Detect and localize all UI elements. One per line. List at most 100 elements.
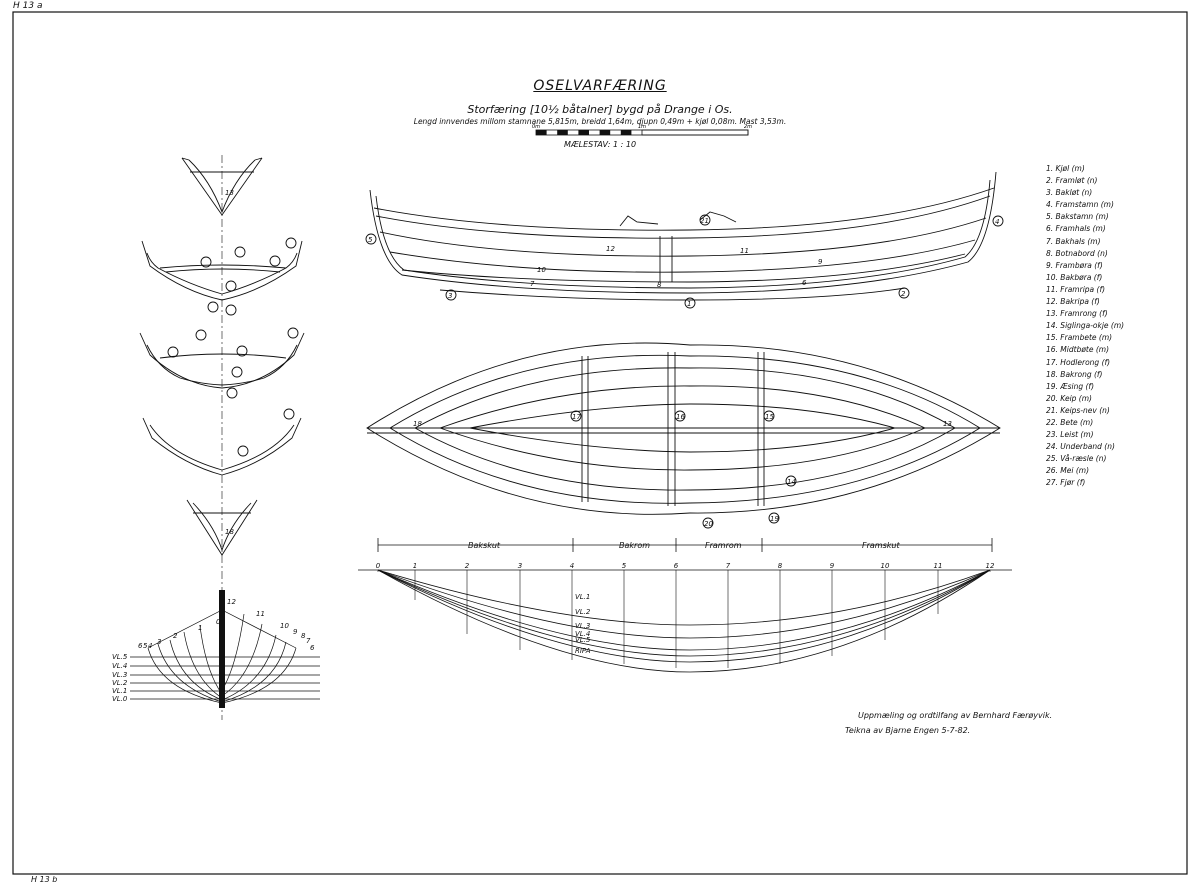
sheet-corner-top: H 13 a [13,1,43,11]
legend-item: 25. Vå-ræsle (n) [1046,454,1107,464]
legend-item: 7. Bakhals (m) [1046,236,1101,246]
profile-label-21: 21 [700,217,709,225]
station-6: 6 [674,562,679,570]
legend-item: 18. Bakrong (f) [1046,369,1103,379]
body-station-9: 9 [293,628,298,636]
waterline-label-1: VL.1 [112,687,127,695]
compartment-framrom: Framrom [705,541,742,550]
profile-label-2: 2 [901,290,906,298]
section-18-label: 18 [225,528,234,536]
body-station-7: 7 [306,637,311,645]
scale-bar: 0m 1m 2m [532,124,752,136]
legend-item: 14. Siglinga-okje (m) [1046,321,1125,331]
section-13-label: 13 [225,189,234,197]
plan-label-19: 19 [770,515,779,523]
plan-label-16: 16 [676,413,685,421]
body-station-6b: 6 [310,644,315,652]
compartment-dimension [377,538,993,552]
body-station-1: 1 [198,624,202,632]
section-18: 18 [186,499,258,556]
legend-item: 5. Bakstamn (m) [1046,212,1109,222]
legend-item: 17. Hodlerong (f) [1046,357,1111,367]
plan-view [366,342,1001,529]
body-station-11: 11 [256,610,265,618]
section-13: 13 [181,157,263,216]
waterline-plan [358,569,1012,673]
waterline-plan-labels: VL.1 VL.2 VL.3 VL.4 VL.5 RIPA [575,593,591,655]
legend-item: 15. Frambete (m) [1046,333,1113,343]
station-7: 7 [726,562,731,570]
station-4: 4 [570,562,574,570]
station-3: 3 [518,562,522,570]
profile-label-12: 12 [606,245,615,253]
station-0: 0 [376,562,381,570]
profile-label-7: 7 [530,280,535,288]
profile-label-1: 1 [687,300,691,308]
body-plan: VL.5 VL.4 VL.3 VL.2 VL.1 VL.0 6 5 4 3 2 … [112,590,320,708]
station-1: 1 [413,562,417,570]
drawing-title: OSELVARFÆRING [533,78,667,94]
section-2 [141,237,303,316]
credit-drawing: Teikna av Bjarne Engen 5-7-82. [845,726,971,735]
compartment-labels: Bakskut Bakrom Framrom Framskut [468,541,900,550]
side-profile [365,171,1004,309]
wl-plan-label-1: VL.1 [575,593,590,601]
profile-label-11: 11 [740,247,749,255]
profile-label-8: 8 [657,281,662,289]
body-station-10: 10 [280,622,289,630]
compartment-framskut: Framskut [862,541,900,550]
waterline-label-5: VL.5 [112,653,128,661]
waterline-label-2: VL.2 [112,679,128,687]
waterline-label-0: VL.0 [112,695,128,703]
station-numbers: 0 1 2 3 4 5 6 7 8 9 10 11 12 [376,562,995,570]
legend-item: 4. Framstamn (m) [1046,200,1114,210]
scale-label: MÆLESTAV: 1 : 10 [563,140,637,149]
drawing-dimensions: Lengd innvendes millom stamnane 5,815m, … [413,117,787,126]
wl-plan-label-4: VL.4 [575,630,590,638]
legend-item: 22. Bete (m) [1046,417,1094,427]
sheet-border [12,11,1188,875]
cross-sections: 13 18 [139,155,305,720]
legend-item: 20. Keip (m) [1046,393,1092,403]
compartment-bakskut: Bakskut [468,541,501,550]
legend-item: 19. Æsing (f) [1046,381,1094,391]
station-9: 9 [830,562,835,570]
scale-bar-right: 2m [744,124,752,130]
body-station-2: 2 [173,632,178,640]
legend-item: 8. Botnabord (n) [1046,248,1108,258]
compartment-bakrom: Bakrom [619,541,650,550]
sheet-corner-bottom: H 13 b [31,875,58,884]
profile-label-6: 6 [802,279,807,287]
profile-label-10: 10 [537,266,546,274]
section-3 [139,327,305,399]
plan-label-18: 18 [413,420,422,428]
legend-item: 2. Framløt (n) [1046,176,1098,186]
profile-label-5: 5 [368,236,373,244]
body-station-8: 8 [301,632,306,640]
plan-label-15: 15 [765,413,774,421]
legend-item: 26. Mei (m) [1046,466,1090,476]
body-station-5a: 5 [143,642,148,650]
legend-item: 1. Kjøl (m) [1046,164,1085,173]
plan-label-14: 14 [787,478,796,486]
body-station-4a: 4 [148,642,152,650]
profile-label-9: 9 [818,258,823,266]
waterline-label-3: VL.3 [112,671,127,679]
drawing-subtitle: Storfæring [10½ båtalner] bygd på Drange… [467,103,733,116]
body-station-6a: 6 [138,642,143,650]
station-5: 5 [622,562,627,570]
credit-survey: Uppmæling og ordtilfang av Bernhard Færø… [858,711,1053,720]
legend-item: 13. Framrong (f) [1046,309,1108,319]
waterline-label-4: VL.4 [112,662,127,670]
legend-item: 6. Framhals (m) [1046,224,1106,234]
scale-bar-left: 0m [532,124,540,130]
legend-item: 23. Leist (m) [1046,430,1094,440]
station-2: 2 [465,562,470,570]
legend-item: 10. Bakbøra (f) [1046,272,1103,282]
plan-label-13: 13 [943,420,952,428]
body-station-12: 12 [227,598,236,606]
station-lines [377,570,991,668]
plan-labels: 18 17 16 15 14 13 19 20 [413,413,952,528]
station-8: 8 [778,562,783,570]
